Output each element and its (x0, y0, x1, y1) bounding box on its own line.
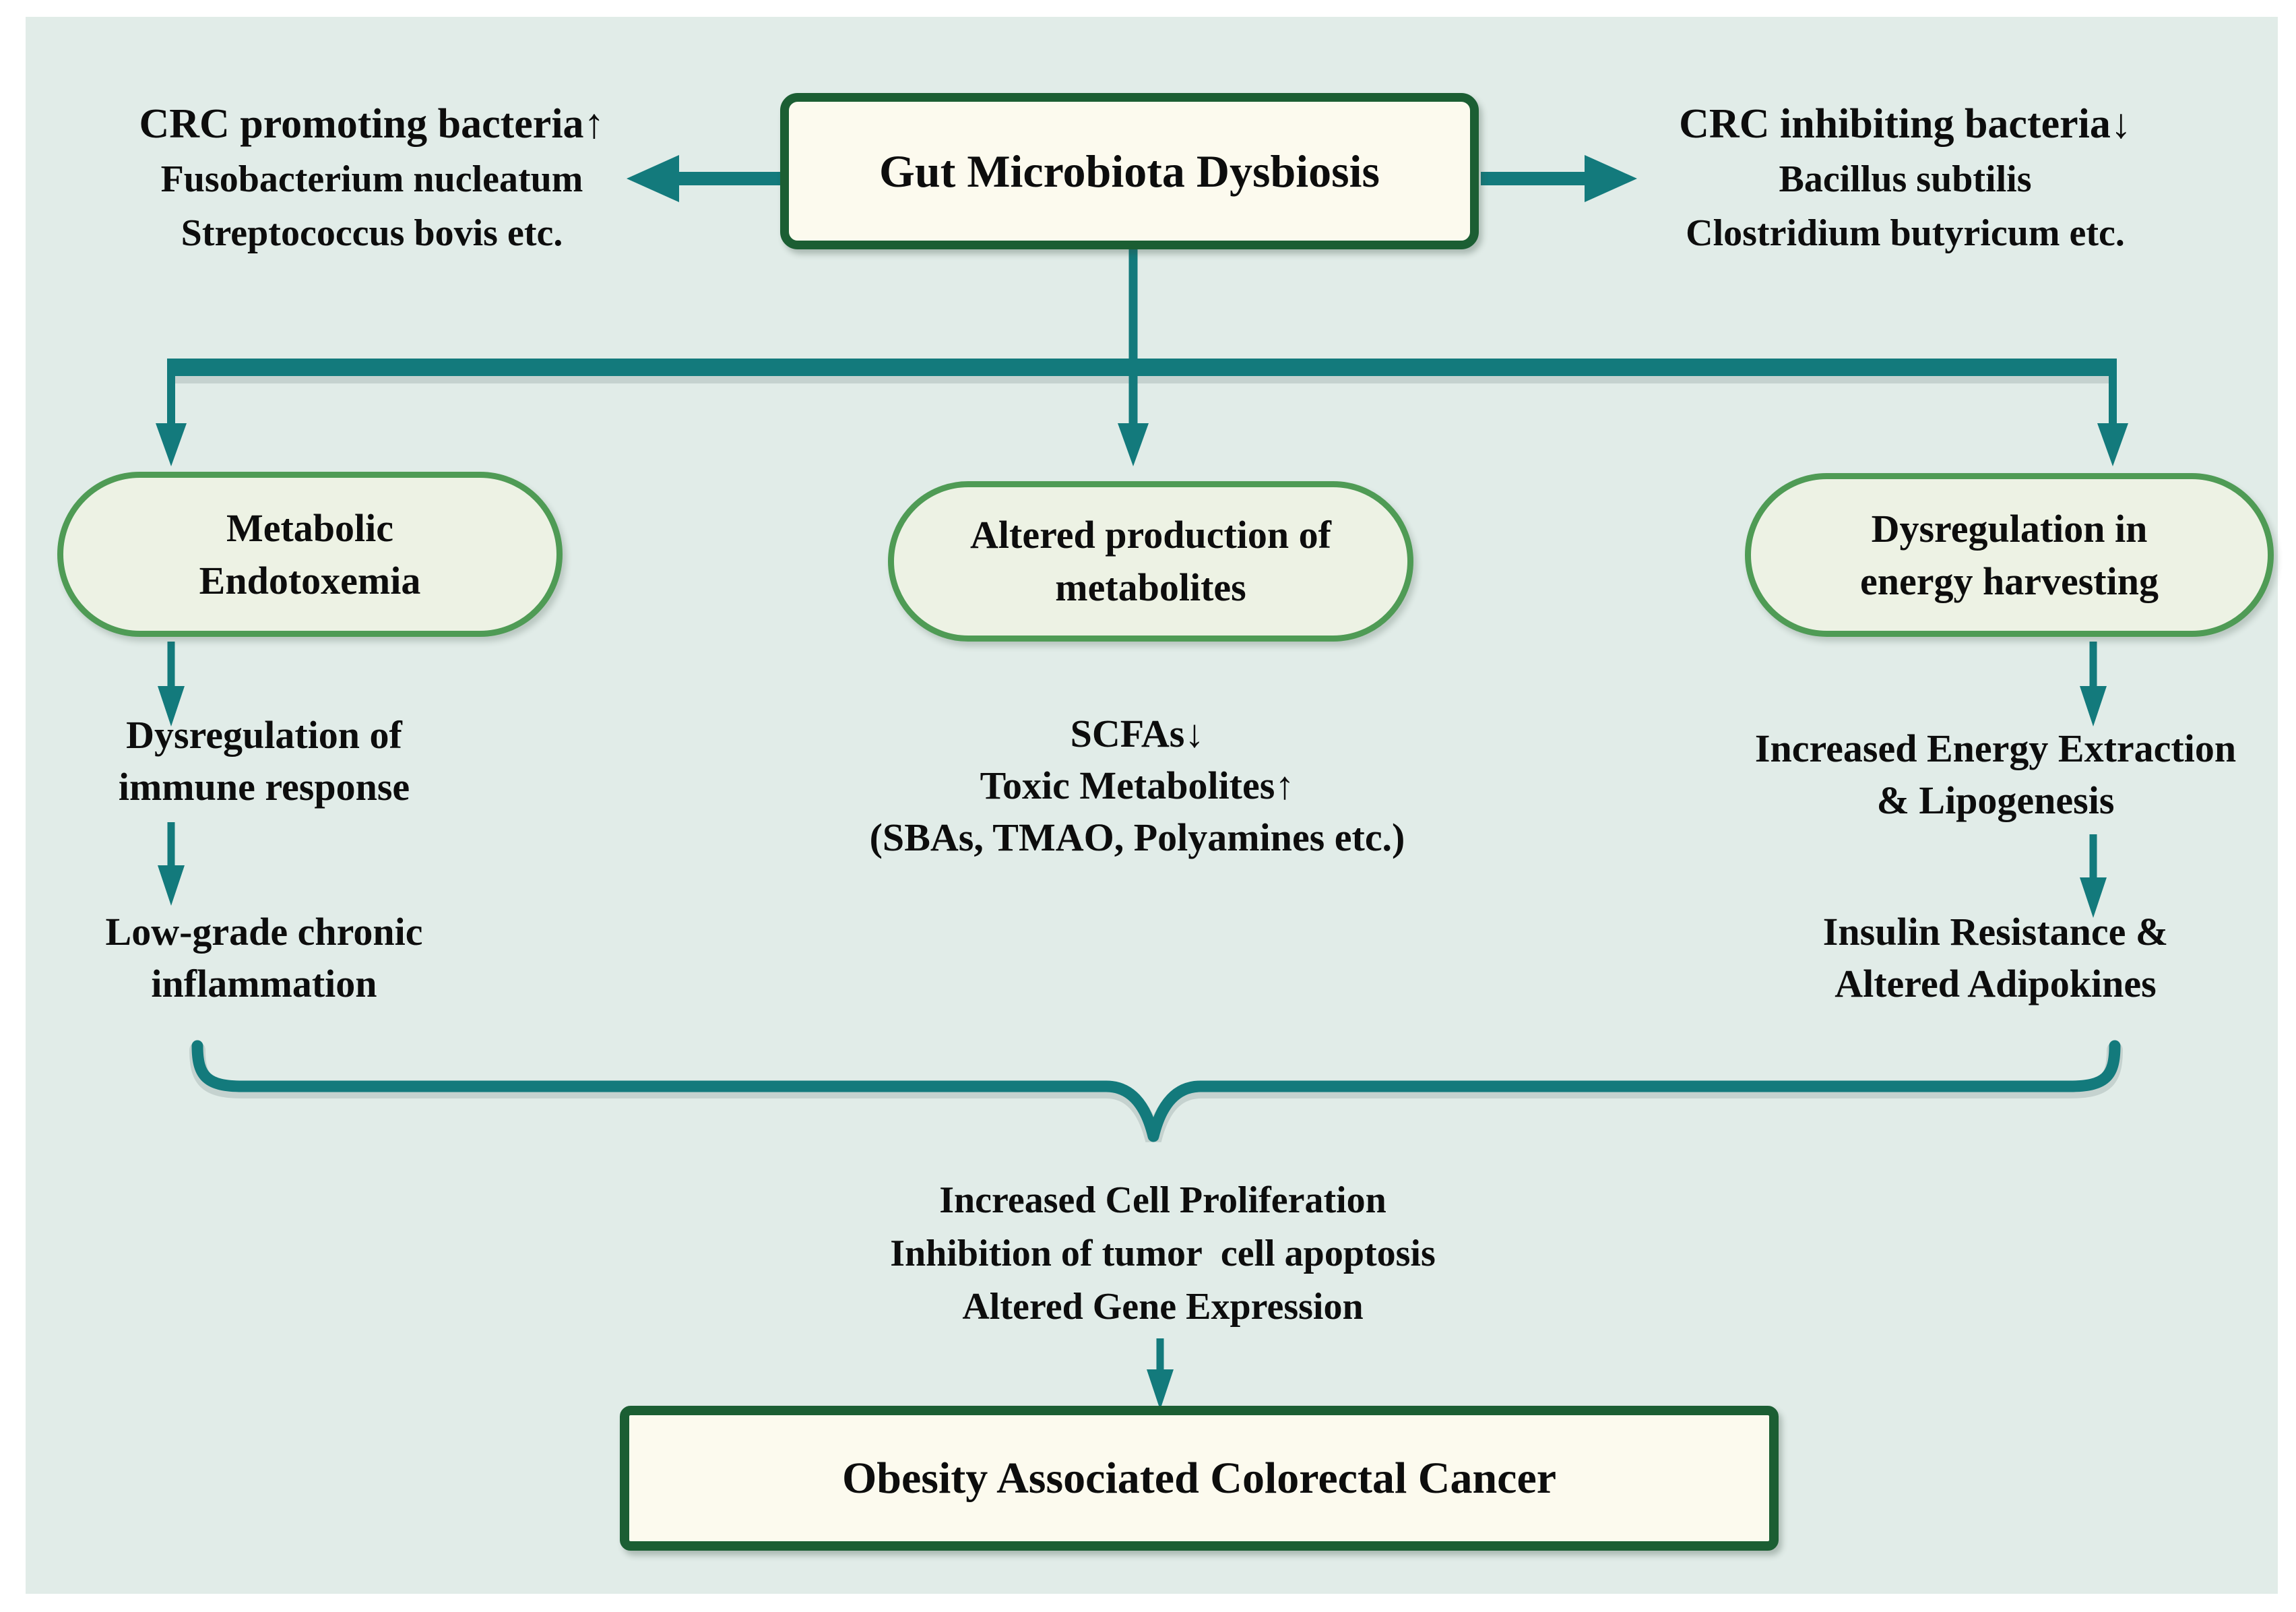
energy-harvesting-line-2: energy harvesting (1860, 559, 2159, 603)
arrowhead-left-branch-icon (156, 423, 187, 466)
outcome-line-2: Inhibition of tumor cell apoptosis (890, 1233, 1436, 1274)
crc-promoting-note-line-3: Streptococcus bovis etc. (181, 212, 563, 254)
metabolic-endotoxemia-line-1: Metabolic (226, 505, 394, 550)
immune-dysregulation-line-1: Dysregulation of (126, 713, 402, 757)
arrowhead-left-chain-1-icon (158, 686, 185, 726)
crc-promoting-note-line-2: Fusobacterium nucleatum (160, 158, 583, 200)
arrowhead-right-chain-2-icon (2080, 877, 2107, 918)
crc-inhibiting-note-line-1: CRC inhibiting bacteria↓ (1679, 101, 2132, 147)
crc-promoting-note: CRC promoting bacteria↑ Fusobacterium nu… (139, 96, 604, 260)
insulin-resistance-text: Insulin Resistance & Altered Adipokines (1823, 906, 2168, 1010)
outcome-line-1: Increased Cell Proliferation (939, 1179, 1386, 1221)
obesity-colorectal-cancer-box: Obesity Associated Colorectal Cancer (620, 1406, 1779, 1551)
energy-harvesting-box: Dysregulation in energy harvesting (1745, 473, 2274, 637)
altered-metabolites-box: Altered production of metabolites (888, 481, 1413, 642)
metabolic-endotoxemia-line-2: Endotoxemia (199, 558, 421, 602)
energy-extraction-text: Increased Energy Extraction & Lipogenesi… (1755, 722, 2236, 826)
immune-dysregulation-line-2: immune response (118, 765, 410, 809)
energy-extraction-line-2: & Lipogenesis (1876, 778, 2115, 822)
insulin-resistance-line-1: Insulin Resistance & (1822, 910, 2169, 954)
metabolites-list-line-1: SCFAs↓ (1070, 712, 1205, 755)
crc-inhibiting-note-line-2: Bacillus subtilis (1779, 158, 2032, 200)
obesity-colorectal-cancer-label: Obesity Associated Colorectal Cancer (841, 1453, 1557, 1503)
metabolic-endotoxemia-box: Metabolic Endotoxemia (57, 472, 563, 637)
arrowhead-right-horizontal-icon (1585, 155, 1637, 202)
altered-metabolites-line-2: metabolites (1055, 565, 1246, 609)
insulin-resistance-line-2: Altered Adipokines (1835, 962, 2157, 1005)
energy-extraction-line-1: Increased Energy Extraction (1754, 726, 2237, 770)
arrowhead-right-branch-icon (2097, 423, 2128, 466)
diagram-background (26, 17, 2278, 1594)
gathering-brace (191, 1040, 2121, 1142)
immune-dysregulation-text: Dysregulation of immune response (119, 709, 410, 813)
outcome-text: Increased Cell Proliferation Inhibition … (890, 1174, 1436, 1334)
metabolites-list-line-2: Toxic Metabolites↑ (980, 764, 1295, 807)
chronic-inflammation-line-1: Low-grade chronic (105, 910, 423, 954)
metabolites-list-text: SCFAs↓ Toxic Metabolites↑ (SBAs, TMAO, P… (870, 708, 1405, 863)
crc-inhibiting-note: CRC inhibiting bacteria↓ Bacillus subtil… (1679, 96, 2132, 260)
arrowhead-left-horizontal-icon (627, 155, 679, 202)
gut-microbiota-dysbiosis-box: Gut Microbiota Dysbiosis (780, 93, 1479, 249)
energy-harvesting-line-1: Dysregulation in (1871, 506, 2148, 551)
altered-metabolites-line-1: Altered production of (970, 513, 1331, 557)
outcome-line-3: Altered Gene Expression (962, 1286, 1364, 1328)
crc-inhibiting-note-line-3: Clostridium butyricum etc. (1686, 212, 2125, 254)
arrowhead-center-icon (1118, 423, 1149, 466)
crc-promoting-note-line-1: CRC promoting bacteria↑ (139, 101, 605, 147)
arrowhead-final-icon (1147, 1369, 1174, 1410)
chronic-inflammation-line-2: inflammation (151, 962, 377, 1005)
gut-microbiota-dysbiosis-label: Gut Microbiota Dysbiosis (879, 146, 1380, 197)
arrowhead-left-chain-2-icon (158, 865, 185, 906)
arrowhead-right-chain-1-icon (2080, 686, 2107, 726)
metabolites-list-line-3: (SBAs, TMAO, Polyamines etc.) (869, 815, 1405, 859)
chronic-inflammation-text: Low-grade chronic inflammation (106, 906, 423, 1010)
